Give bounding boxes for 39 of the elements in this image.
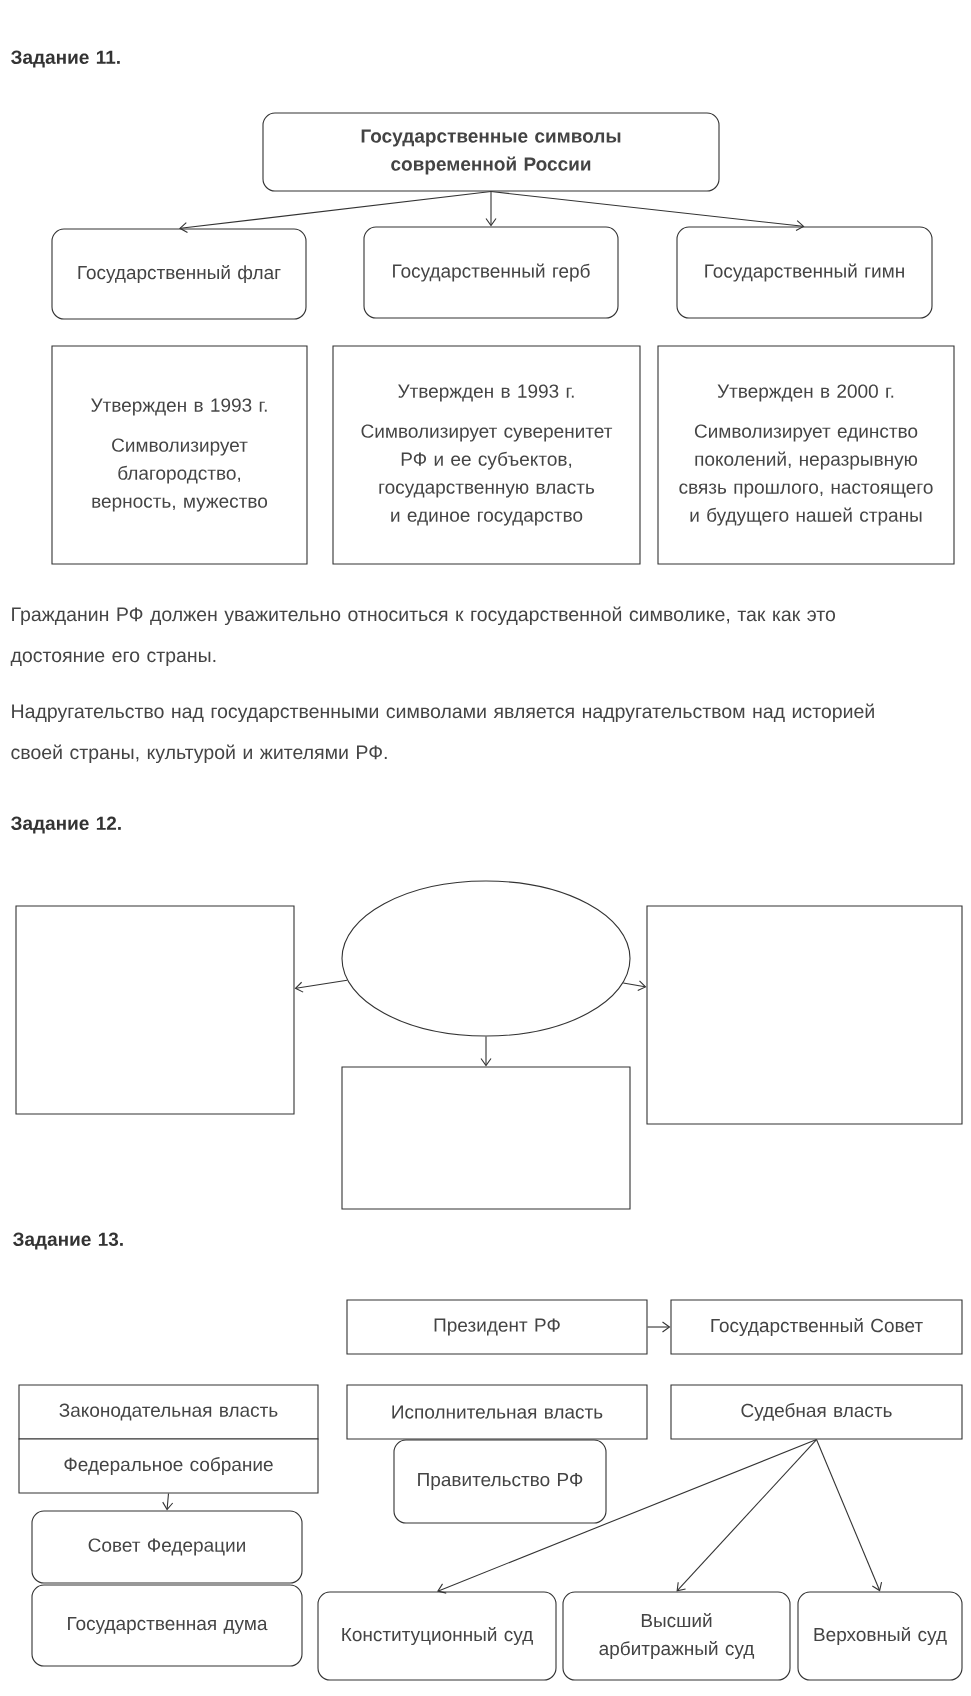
blank-box — [646, 905, 963, 1125]
arrow — [480, 1036, 492, 1067]
text-box: Судебная власть — [670, 1384, 963, 1440]
task-heading: Задание 11. — [10, 50, 120, 68]
rounded-box: Правительство РФ — [393, 1439, 607, 1524]
task-heading: Задание 12. — [10, 816, 121, 834]
rounded-box: Государственный гимн — [676, 226, 933, 319]
rounded-box: Конституционный суд — [317, 1591, 557, 1681]
rounded-box: Государственный флаг — [51, 228, 307, 320]
arrow — [162, 1493, 174, 1511]
arrow — [622, 980, 647, 992]
arrow — [437, 1439, 818, 1594]
arrow — [815, 1439, 883, 1592]
rounded-box: Государственная дума — [31, 1584, 303, 1667]
arrow — [490, 191, 805, 232]
arrow — [294, 979, 348, 993]
rounded-box: Государственные символы современной России — [262, 112, 720, 192]
rounded-box: Высший арбитражный суд — [562, 1591, 791, 1681]
text-box: Государственный Совет — [670, 1299, 963, 1355]
text-box: Утвержден в 1993 г. Символизирует благородство, верность, мужество — [51, 345, 308, 565]
text-box: Утвержден в 1993 г. Символизирует суверенитет РФ и ее субъектов, государственную власть и единое государство — [332, 345, 641, 565]
text-box: Законодательная власть — [18, 1384, 319, 1440]
arrow — [179, 191, 492, 234]
paragraph: Гражданин РФ должен уважительно относиться к государственной символике, так как это достояние его страны. — [10, 606, 836, 667]
arrow — [485, 191, 497, 227]
task-heading: Задание 13. — [12, 1232, 123, 1250]
text-box: Исполнительная власть — [346, 1384, 648, 1440]
rounded-box: Совет Федерации — [31, 1510, 303, 1584]
oval — [341, 880, 631, 1037]
arrow — [647, 1321, 671, 1333]
rounded-box: Верховный суд — [797, 1591, 963, 1681]
text-box: Утвержден в 2000 г. Символизирует единство поколений, неразрывную связь прошлого, настоящего и будущего нашей страны — [657, 345, 955, 565]
rounded-box: Государственный герб — [363, 226, 619, 319]
text-box: Президент РФ — [346, 1299, 648, 1355]
blank-box — [341, 1066, 631, 1210]
text-box: Федеральное собрание — [18, 1438, 319, 1494]
arrow — [676, 1439, 818, 1592]
paragraph: Надругательство над государственными символами является надругательством над историей своей страны, культурой и жителями РФ. — [11, 703, 874, 764]
blank-box — [15, 905, 295, 1115]
